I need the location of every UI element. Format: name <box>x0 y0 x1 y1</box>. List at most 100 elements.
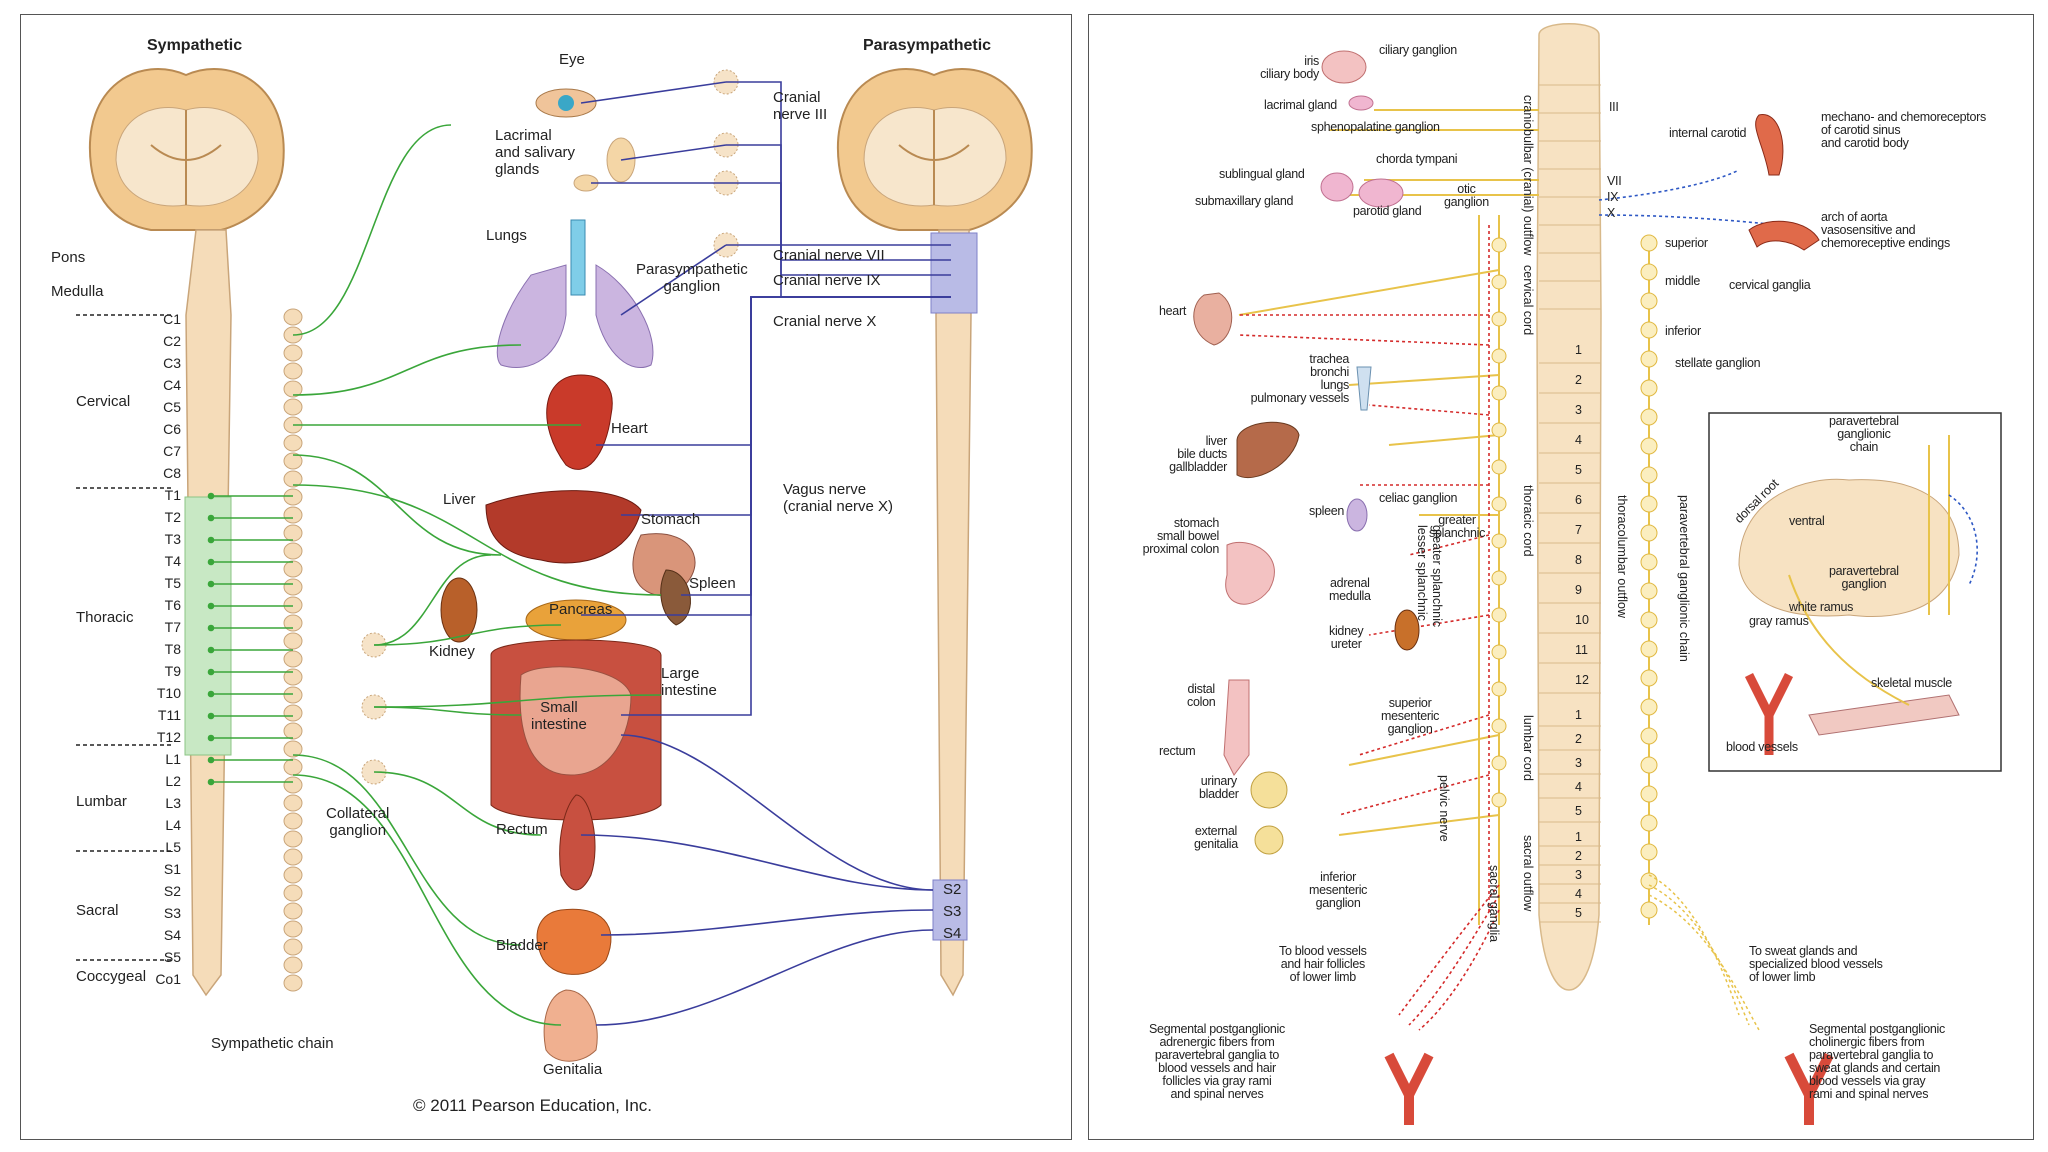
chain-ganglion <box>1640 495 1658 513</box>
chain-bead <box>283 794 303 812</box>
roman-ix: IX <box>1607 190 1619 204</box>
para-sacral-fiber <box>580 834 934 891</box>
sym-postganglionic-fiber <box>373 771 542 836</box>
chain-ganglion <box>1640 669 1658 687</box>
chain-ganglion <box>1640 843 1658 861</box>
label-lacrimal-gland: lacrimal gland <box>1264 98 1337 112</box>
organ-small-intestine: Small intestine <box>531 699 587 733</box>
chain-bead <box>283 614 303 632</box>
chain-ganglion <box>1640 901 1658 919</box>
inset-para-ganglion: paravertebral ganglion <box>1829 564 1899 591</box>
sym-neuron-body <box>207 558 215 566</box>
chain-ganglion <box>1640 756 1658 774</box>
segment-label: T8 <box>164 641 181 657</box>
prevertebral-ganglion <box>1491 348 1507 364</box>
segment-label: C8 <box>163 465 181 481</box>
segment-label: L2 <box>165 773 181 789</box>
label-stomach: stomach small bowel proximal colon <box>1142 516 1220 556</box>
segment-label: L4 <box>165 817 181 833</box>
prevertebral-ganglion <box>1491 496 1507 512</box>
label-greater-splanchnic-vertical: greater splanchnic <box>1430 525 1444 628</box>
chain-ganglion <box>1640 698 1658 716</box>
chain-bead <box>283 704 303 722</box>
right-spinal-cord-column <box>1536 23 1602 991</box>
left-panel-autonomic-diagram: Sympathetic Parasympathetic Pons Medulla… <box>20 14 1072 1140</box>
region-thoracic: Thoracic <box>76 609 134 626</box>
cord-segment-number: 12 <box>1575 673 1589 687</box>
vlabel-craniobulbar: craniobulbar (cranial) outflow <box>1521 95 1535 256</box>
prevertebral-ganglion <box>1491 718 1507 734</box>
chain-bead <box>283 398 303 416</box>
label-stellate-ganglion: stellate ganglion <box>1675 356 1761 370</box>
segment-label: S3 <box>163 905 181 921</box>
cord-segment-number: 4 <box>1575 780 1582 794</box>
para-sacral-fiber <box>600 909 934 936</box>
label-external-genitalia: external genitalia <box>1194 824 1238 851</box>
segment-label: T9 <box>164 663 181 679</box>
label-medulla: Medulla <box>51 283 104 300</box>
segment-label: T11 <box>157 707 181 723</box>
prevertebral-ganglion <box>1491 607 1507 623</box>
paravertebral-chain <box>1491 234 1658 919</box>
region-lumbar: Lumbar <box>76 793 127 810</box>
cord-segment-number: 10 <box>1575 613 1589 627</box>
sym-neuron-body <box>207 778 215 786</box>
organ-lacrimal: Lacrimal and salivary glands <box>495 127 576 178</box>
prevertebral-ganglion <box>1491 311 1507 327</box>
label-pelvic-nerve: pelvic nerve <box>1437 775 1451 842</box>
chain-ganglion <box>1640 350 1658 368</box>
sym-postganglionic-fiber <box>292 484 662 596</box>
label-sympathetic-chain: Sympathetic chain <box>211 1035 334 1052</box>
chain-bead <box>283 668 303 686</box>
sacral-para-s3: S3 <box>943 903 962 920</box>
chain-ganglion <box>1640 263 1658 281</box>
cord-segment-number: 5 <box>1575 804 1582 818</box>
segment-label: C5 <box>163 399 181 415</box>
right-organ-shapes <box>1193 50 1834 1125</box>
para-sacral-fiber <box>595 929 934 1026</box>
cord-segment-ticks <box>1539 84 1601 923</box>
sym-postganglionic-fiber <box>373 624 562 646</box>
chain-bead <box>283 740 303 758</box>
label-mechano: mechano- and chemoreceptors of carotid s… <box>1821 110 1986 150</box>
inset-white-ramus: white ramus <box>1789 600 1854 614</box>
segment-label: S2 <box>163 883 181 899</box>
label-segmental-adrenergic: Segmental postganglionic adrenergic fibe… <box>1149 1022 1285 1101</box>
segment-label: T12 <box>156 729 181 745</box>
sym-postganglionic-fiber <box>292 344 522 396</box>
segment-label: T5 <box>164 575 181 591</box>
cord-segment-number: 11 <box>1575 643 1588 657</box>
para-postganglionic-fiber <box>580 81 727 104</box>
segment-label: C1 <box>163 311 181 327</box>
label-parasympathetic-ganglion: Parasympathetic ganglion <box>636 261 748 295</box>
prevertebral-ganglion <box>1491 274 1507 290</box>
organ-shapes <box>440 88 696 1062</box>
segment-label: T6 <box>164 597 181 613</box>
chain-bead <box>283 560 303 578</box>
segment-label: T3 <box>164 531 181 547</box>
segment-label: T1 <box>164 487 181 503</box>
label-to-blood-vessels: To blood vessels and hair follicles of l… <box>1279 944 1367 984</box>
inset-blood-vessels: blood vessels <box>1726 740 1798 754</box>
sym-neuron-body <box>207 690 215 698</box>
organ-heart: Heart <box>611 420 648 437</box>
prevertebral-ganglion <box>1491 681 1507 697</box>
label-ciliary-ganglion: ciliary ganglion <box>1379 43 1457 57</box>
para-cranial-fiber <box>726 182 951 276</box>
vlabel-cervical-cord: cervical cord <box>1521 265 1535 336</box>
chain-bead <box>283 542 303 560</box>
label-middle: middle <box>1665 274 1701 288</box>
para-sacral-fiber <box>620 734 934 891</box>
cord-segment-number: 3 <box>1575 756 1582 770</box>
chain-bead <box>283 380 303 398</box>
right-panel-autonomic-diagram: ciliary ganglion iris ciliary body lacri… <box>1088 14 2034 1140</box>
inset-gray-ramus: gray ramus <box>1749 614 1809 628</box>
label-kidney: kidney ureter <box>1329 624 1364 651</box>
segment-label: S5 <box>163 949 181 965</box>
cord-segment-number: 4 <box>1575 887 1582 901</box>
cord-segment-number: 6 <box>1575 493 1582 507</box>
prevertebral-ganglion <box>1491 570 1507 586</box>
region-cervical: Cervical <box>76 393 131 410</box>
sym-neuron-body <box>207 514 215 522</box>
inset-skeletal-muscle: skeletal muscle <box>1871 676 1952 690</box>
